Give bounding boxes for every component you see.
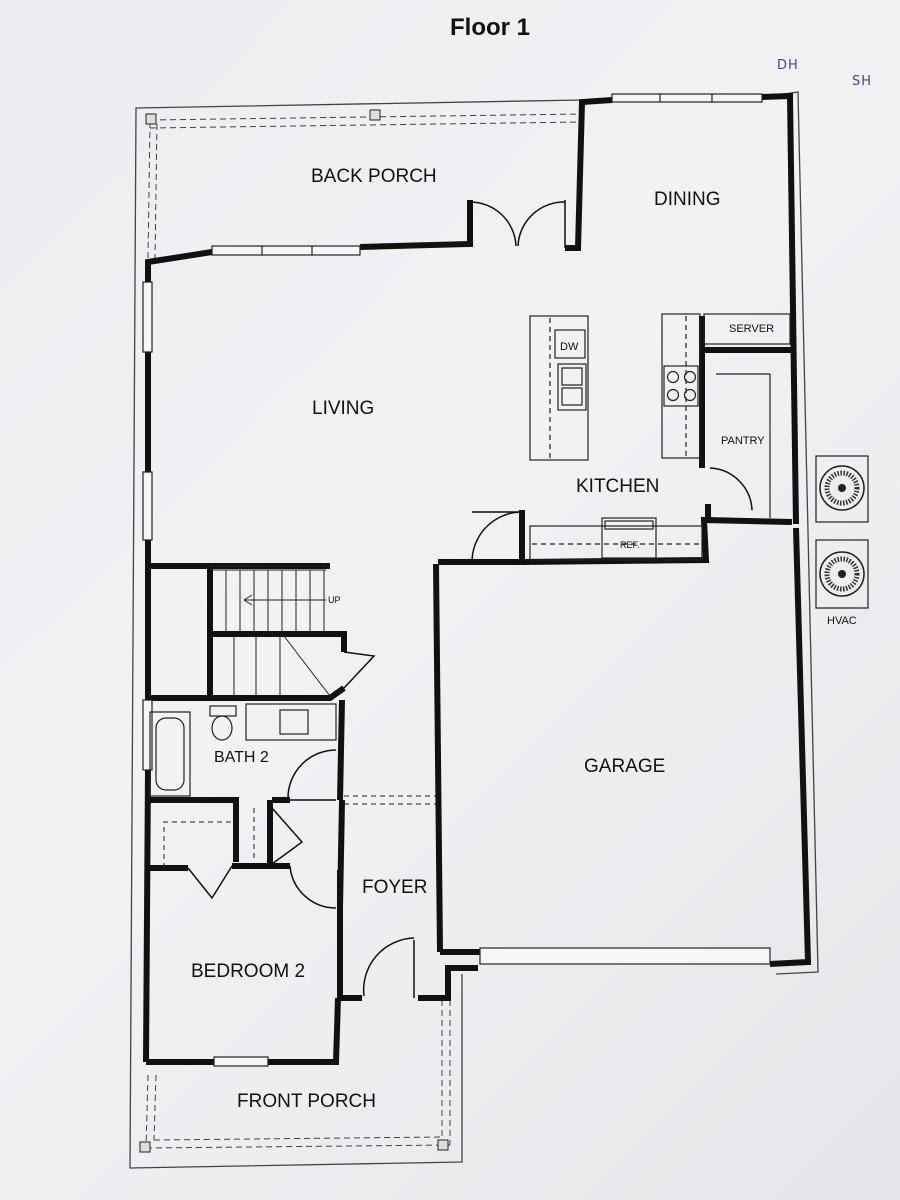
room-label-back-porch: BACK PORCH: [311, 166, 437, 187]
label-hvac: HVAC: [827, 615, 857, 627]
page-title: Floor 1: [449, 14, 530, 41]
label-stairs-up: UP: [328, 595, 341, 605]
label-server: SERVER: [729, 323, 774, 335]
initials-dh: DH: [777, 58, 799, 73]
room-label-living: LIVING: [312, 398, 374, 419]
porch-dashed-lines: [145, 113, 583, 1149]
doors: [187, 200, 753, 998]
room-label-dining: DINING: [654, 189, 721, 210]
label-refrigerator: REF.: [620, 540, 640, 550]
hvac-units: [815, 455, 869, 609]
room-label-front-porch: FRONT PORCH: [237, 1091, 376, 1112]
walls: [143, 92, 812, 1065]
label-dishwasher: DW: [560, 341, 579, 353]
porch-posts: [139, 109, 449, 1153]
room-label-garage: GARAGE: [584, 756, 665, 777]
room-label-bedroom-2: BEDROOM 2: [191, 961, 305, 982]
windows: [142, 93, 771, 1067]
room-label-kitchen: KITCHEN: [576, 476, 659, 497]
dashed-openings: [163, 795, 436, 868]
bath-fixtures: [149, 703, 337, 797]
initials-sh: SH: [852, 74, 873, 89]
room-label-foyer: FOYER: [362, 877, 427, 898]
kitchen-fixtures: [529, 313, 791, 561]
label-pantry: PANTRY: [721, 435, 765, 447]
stairs: [210, 565, 331, 697]
room-label-bath-2: BATH 2: [214, 749, 269, 766]
